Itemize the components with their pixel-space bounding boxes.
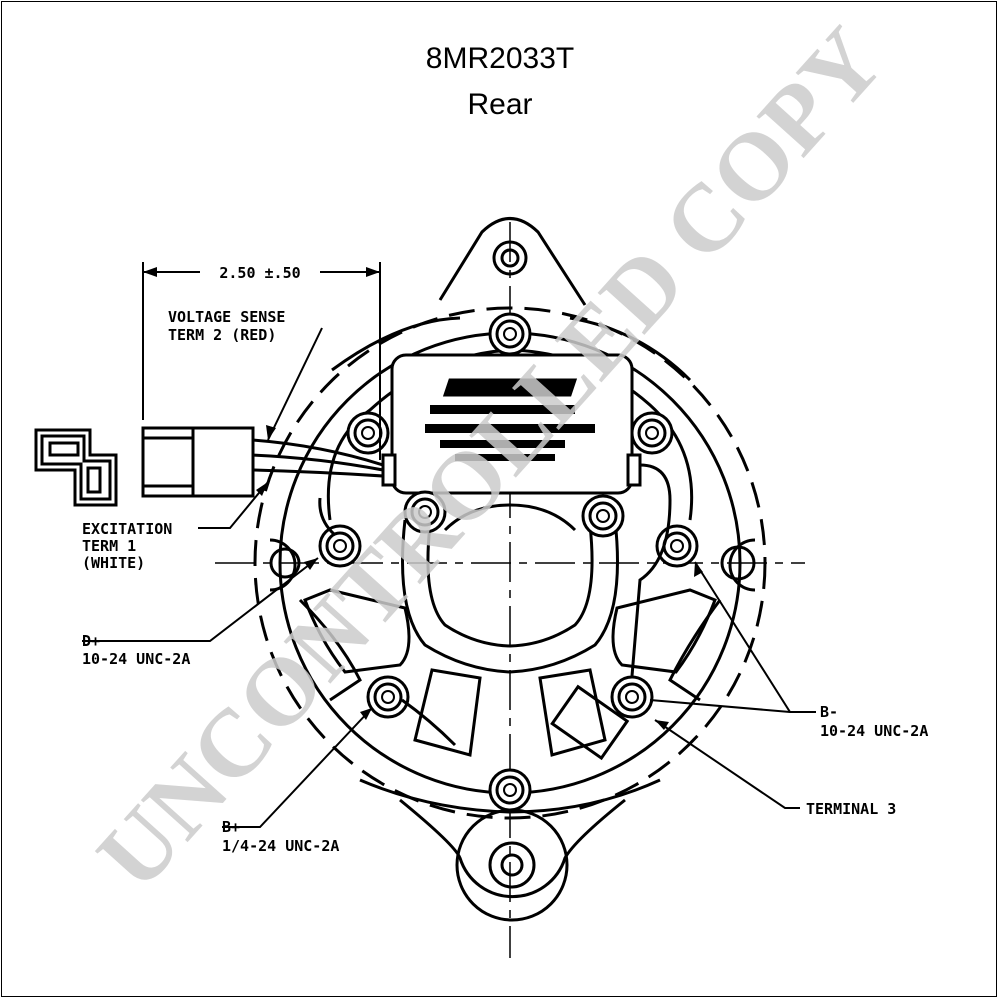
b-plus-thread-label: 1/4-24 UNC-2A [222, 837, 339, 855]
leader-lines [82, 327, 816, 828]
voltage-sense-term-label: TERM 2 (RED) [168, 326, 276, 344]
excitation-label: EXCITATION [82, 520, 172, 538]
terminal-3 [610, 675, 654, 719]
b-minus-label: B- [820, 703, 838, 721]
wiring [251, 438, 672, 761]
b-minus-thread-label: 10-24 UNC-2A [820, 722, 928, 740]
voltage-sense-label: VOLTAGE SENSE [168, 308, 285, 326]
d-plus-label: D+ [82, 632, 100, 650]
excitation-color-label: (WHITE) [82, 554, 145, 572]
dimension-text: 2.50 ±.50 [219, 264, 300, 282]
connector-face-icon [34, 428, 118, 507]
voltage-regulator [381, 353, 642, 495]
dimension-line [142, 262, 381, 460]
vent-openings [303, 588, 717, 757]
model-title: 8MR2033T [425, 42, 575, 75]
b-plus-terminal [366, 675, 410, 719]
excitation-term-label: TERM 1 [82, 537, 136, 555]
d-plus-thread-label: 10-24 UNC-2A [82, 650, 190, 668]
arrowheads [256, 425, 703, 730]
terminal-3-label: TERMINAL 3 [806, 800, 896, 818]
connector-plug [141, 426, 255, 498]
regulator-cover [401, 503, 619, 674]
view-title: Rear [467, 88, 533, 121]
b-plus-label: B+ [222, 818, 240, 836]
